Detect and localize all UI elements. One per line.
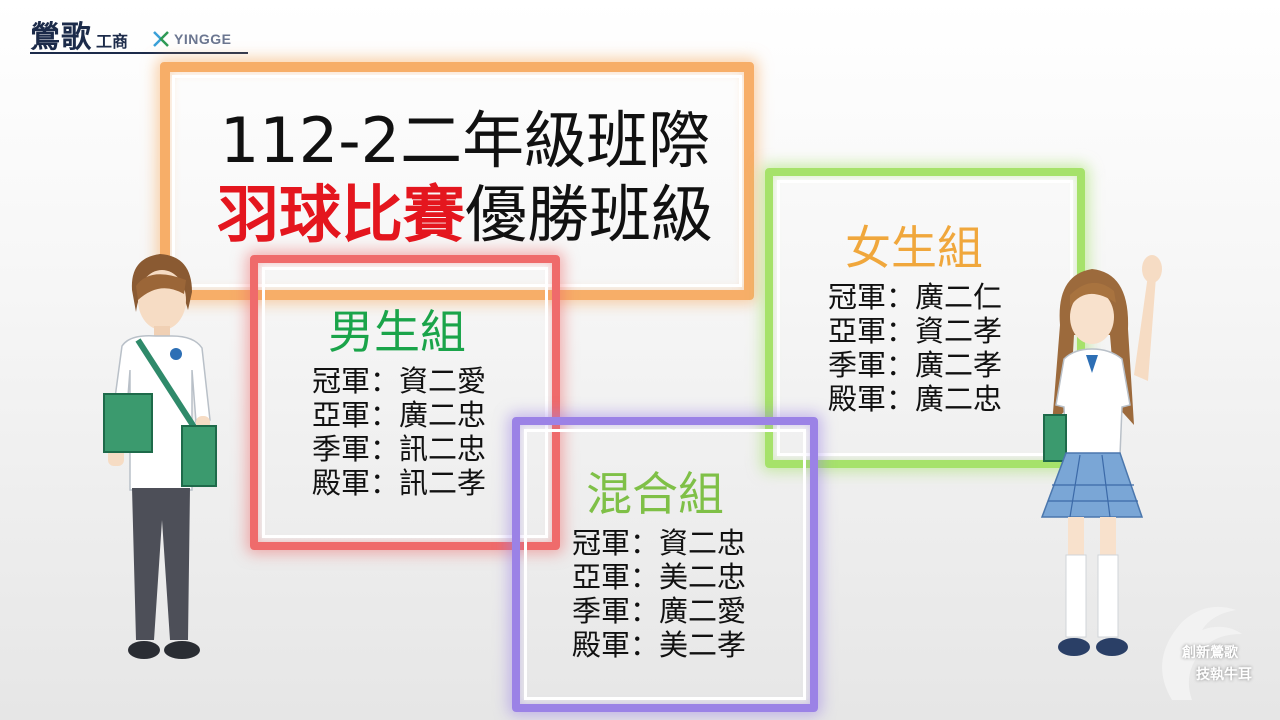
school-logo: 鶯歌 工商 YINGGE [30, 12, 250, 56]
title-rest: 優勝班級 [465, 178, 714, 251]
mixed-champion: 冠軍：資二忠 [572, 526, 747, 560]
dragon-emblem-icon [1162, 606, 1242, 700]
boys-runner-up: 亞軍：廣二忠 [312, 398, 487, 432]
logo-mark-icon [153, 31, 169, 47]
boy-student-illustration [103, 254, 217, 659]
boys-results-list: 冠軍：資二愛 亞軍：廣二忠 季軍：訊二忠 殿軍：訊二孝 [312, 364, 486, 500]
title-line-1: 112-2二年級班際 [219, 104, 711, 177]
girls-group-heading: 女生組 [845, 221, 983, 275]
girls-champion: 冠軍：廣二仁 [828, 280, 1003, 314]
mixed-third: 季軍：廣二愛 [572, 594, 747, 628]
boys-fourth: 殿軍：訊二孝 [312, 466, 487, 500]
mixed-group-frame [512, 417, 818, 712]
title-highlight: 羽球比賽 [216, 178, 465, 251]
boys-group-frame [250, 255, 560, 550]
girls-runner-up: 亞軍：資二孝 [828, 314, 1003, 348]
boys-third: 季軍：訊二忠 [312, 432, 487, 466]
mixed-fourth: 殿軍：美二孝 [572, 628, 747, 662]
boys-group-frame-inner [262, 267, 548, 538]
logo-english-name: YINGGE [174, 31, 232, 47]
boys-group-heading: 男生組 [328, 305, 466, 359]
title-line-2: 羽球比賽優勝班級 [205, 180, 725, 250]
title-frame-inner [172, 75, 742, 287]
mixed-group-heading: 混合組 [586, 467, 724, 521]
school-motto-badge: 創新鶯歌 技執牛耳 [1152, 600, 1262, 710]
girls-fourth: 殿軍：廣二忠 [828, 382, 1003, 416]
girls-results-list: 冠軍：廣二仁 亞軍：資二孝 季軍：廣二孝 殿軍：廣二忠 [828, 280, 1002, 416]
title-frame [160, 62, 754, 300]
logo-chinese-sub: 工商 [96, 32, 129, 51]
boys-champion: 冠軍：資二愛 [312, 364, 487, 398]
badge-line-1: 創新鶯歌 [1182, 645, 1238, 661]
logo-underline [30, 52, 248, 54]
girl-student-illustration [1040, 255, 1162, 656]
mixed-runner-up: 亞軍：美二忠 [572, 560, 747, 594]
badge-line-2: 技執牛耳 [1196, 667, 1252, 683]
mixed-results-list: 冠軍：資二忠 亞軍：美二忠 季軍：廣二愛 殿軍：美二孝 [572, 526, 746, 662]
mixed-group-frame-inner [524, 429, 806, 700]
girls-third: 季軍：廣二孝 [828, 348, 1003, 382]
logo-chinese-name: 鶯歌 [30, 20, 92, 55]
